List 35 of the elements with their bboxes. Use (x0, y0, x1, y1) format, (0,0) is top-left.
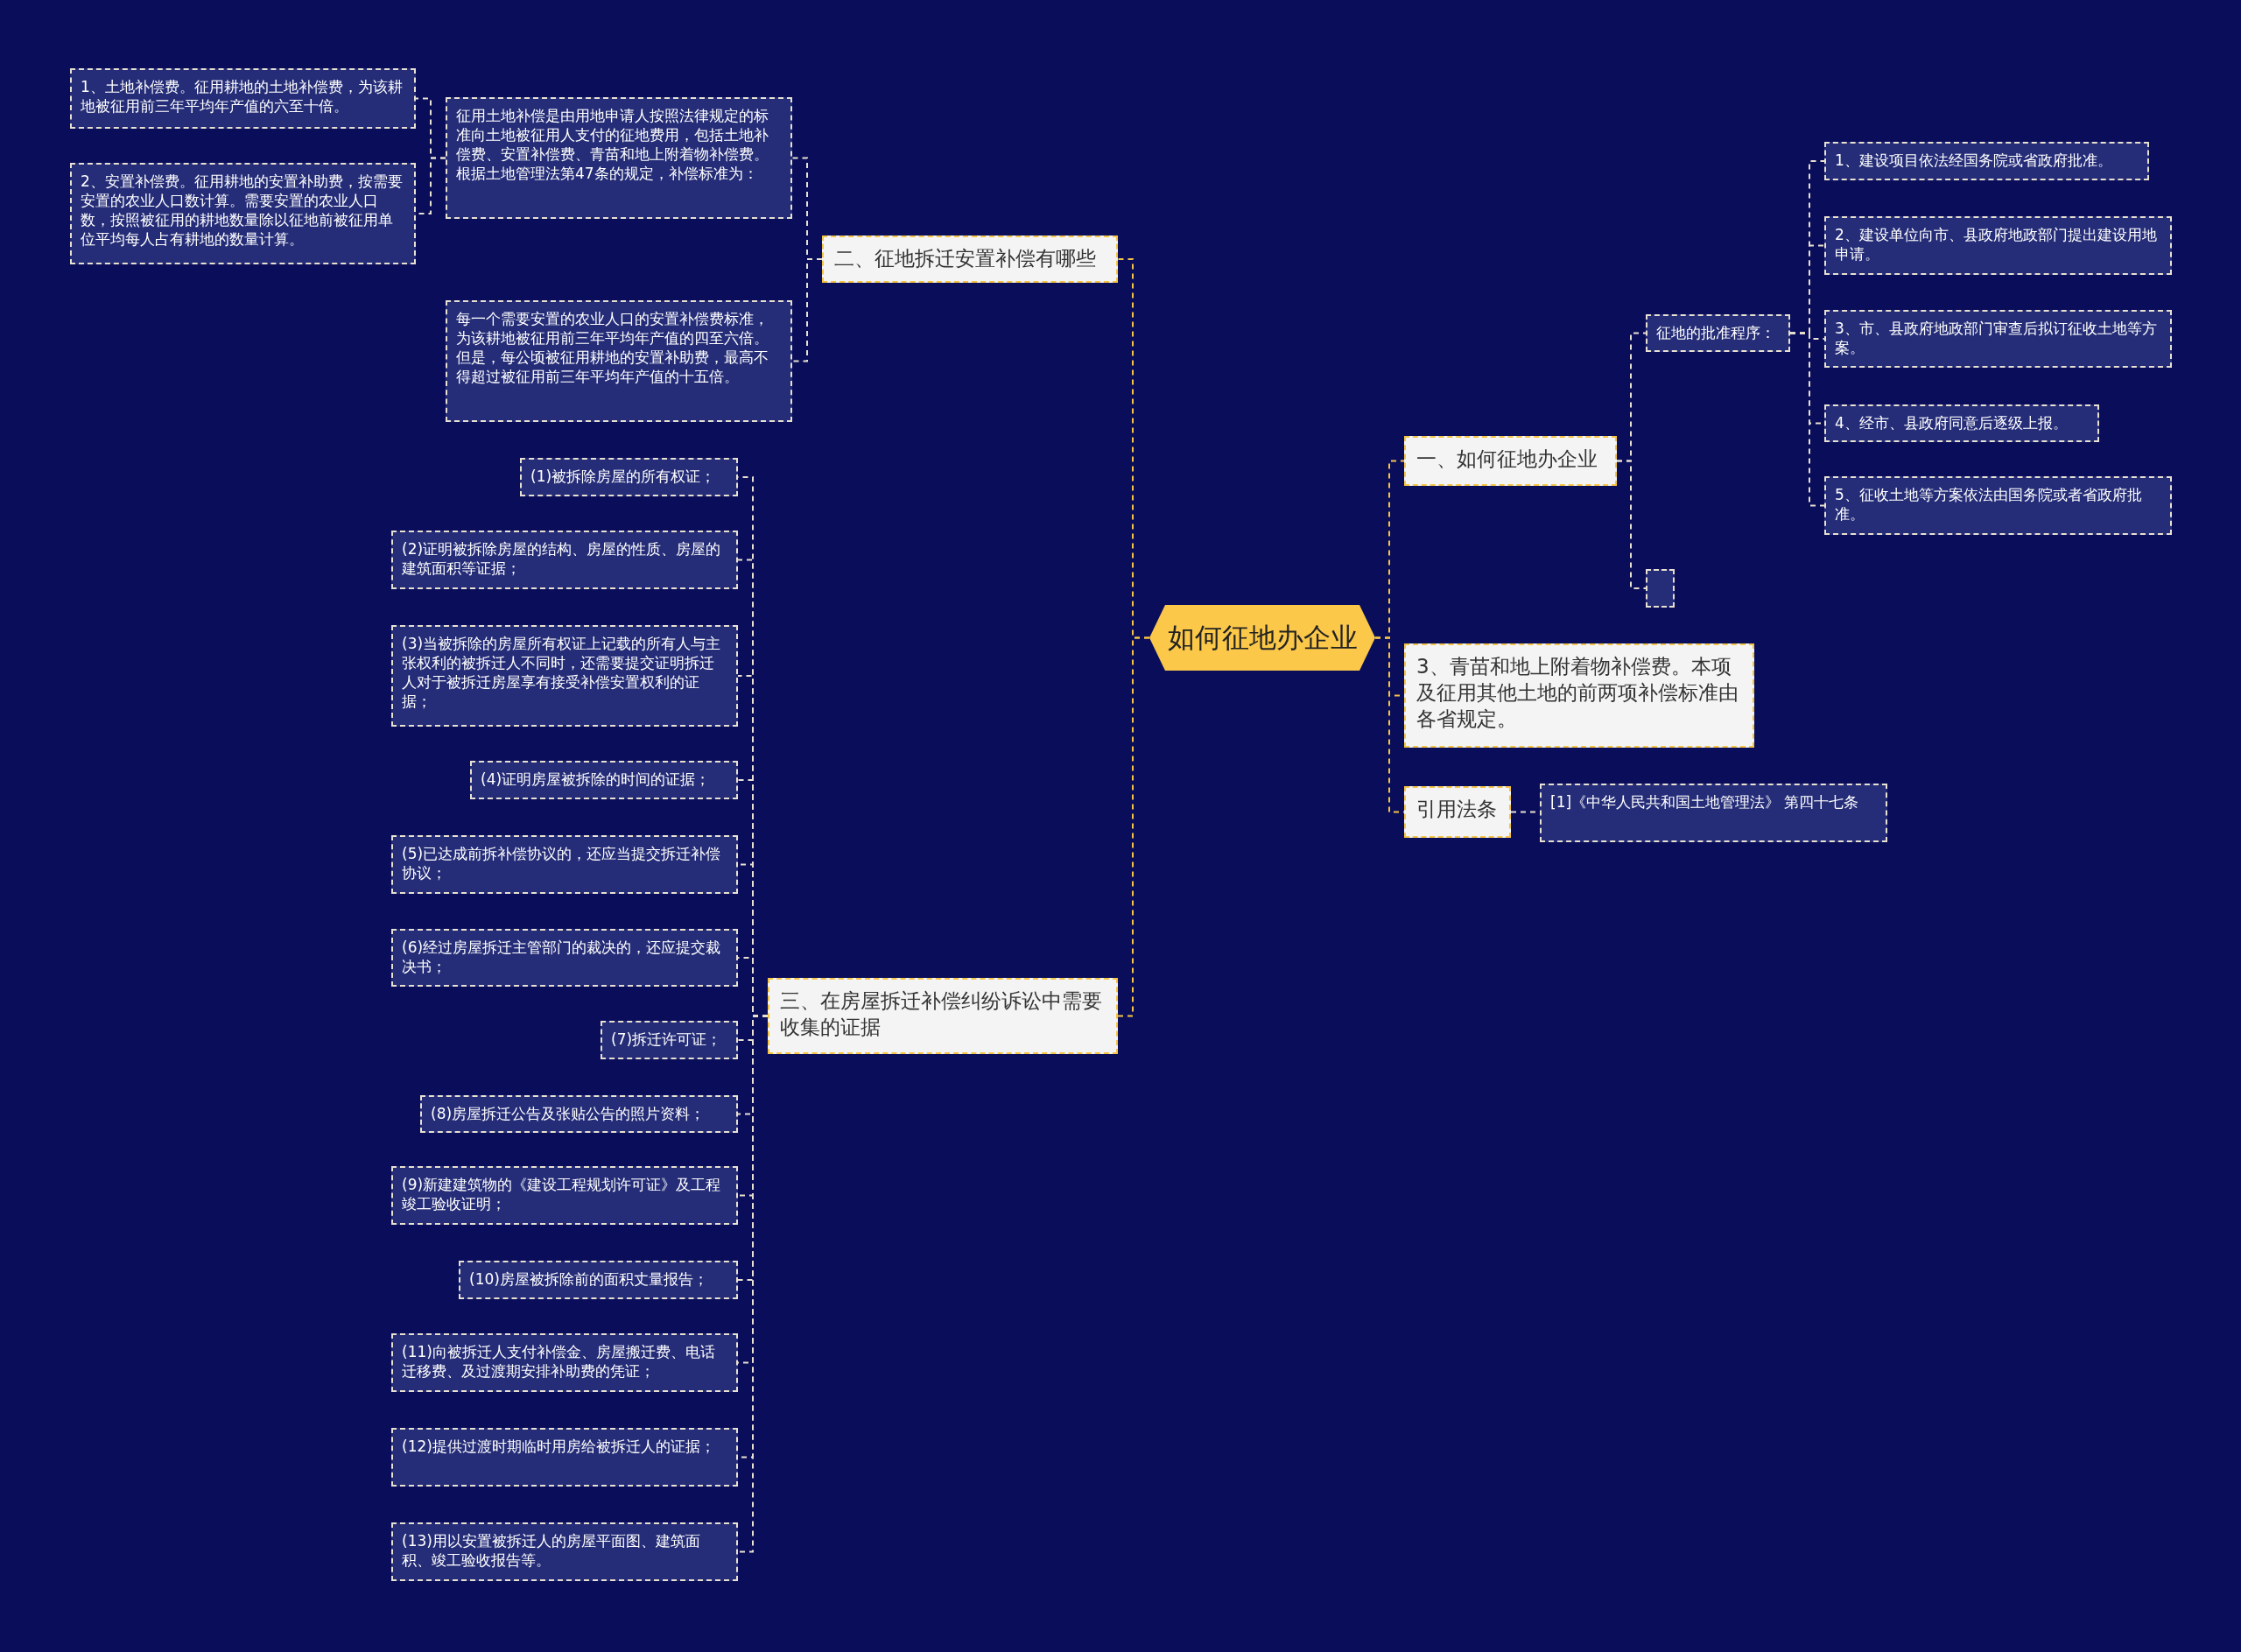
note-box: 4、经市、县政府同意后逐级上报。 (1824, 404, 2099, 442)
note-box: (9)新建建筑物的《建设工程规划许可证》及工程竣工验收证明； (391, 1166, 738, 1225)
note-box: (10)房屋被拆除前的面积丈量报告； (459, 1261, 738, 1299)
note-box: 1、建设项目依法经国务院或省政府批准。 (1824, 142, 2149, 180)
note-box: 3、市、县政府地政部门审查后拟订征收土地等方案。 (1824, 310, 2172, 368)
topic-box: 一、如何征地办企业 (1404, 436, 1617, 486)
note-box: (7)拆迁许可证； (601, 1021, 738, 1059)
connector-line (1117, 636, 1150, 1017)
topic-box: 引用法条 (1404, 786, 1511, 838)
note-box: (12)提供过渡时期临时用房给被拆迁人的证据； (391, 1428, 738, 1487)
empty-box (1646, 569, 1675, 608)
connector-line (791, 258, 823, 362)
note-box: (11)向被拆迁人支付补偿金、房屋搬迁费、电话迁移费、及过渡期安排补助费的凭证； (391, 1333, 738, 1392)
note-box: (3)当被拆除的房屋所有权证上记载的所有人与主张权利的被拆迁人不同时，还需要提交证明拆迁人对于被拆迁房屋享有接受补偿安置权利的证据； (391, 625, 738, 727)
connector-line (1789, 332, 1825, 507)
note-box: 征地的批准程序： (1646, 314, 1790, 352)
topic-box: 三、在房屋拆迁补偿纠纷诉讼中需要收集的证据 (768, 978, 1118, 1054)
note-box: (13)用以安置被拆迁人的房屋平面图、建筑面积、竣工验收报告等。 (391, 1522, 738, 1581)
note-box: 2、安置补偿费。征用耕地的安置补助费，按需要安置的农业人口数计算。需要安置的农业人口数，按照被征用的耕地数量除以征地前被征用单位平均每人占有耕地的数量计算。 (70, 163, 416, 264)
note-box: (4)证明房屋被拆除的时间的证据； (470, 761, 738, 799)
note-box: 2、建设单位向市、县政府地政部门提出建设用地申请。 (1824, 216, 2172, 275)
note-box: 每一个需要安置的农业人口的安置补偿费标准，为该耕地被征用前三年平均年产值的四至六倍。但是，每公顷被征用耕地的安置补助费，最高不得超过被征用前三年平均年产值的十五倍。 (446, 300, 792, 422)
connector-line (1616, 460, 1647, 589)
note-box: (2)证明被拆除房屋的结构、房屋的性质、房屋的建筑面积等证据； (391, 531, 738, 589)
note-box: (5)已达成前拆补偿协议的，还应当提交拆迁补偿协议； (391, 835, 738, 894)
topic-box: 3、青苗和地上附着物补偿费。本项及征用其他土地的前两项补偿标准由各省规定。 (1404, 643, 1754, 748)
note-box: 5、征收土地等方案依法由国务院或者省政府批准。 (1824, 476, 2172, 535)
note-box: (1)被拆除房屋的所有权证； (520, 458, 738, 496)
note-box: 征用土地补偿是由用地申请人按照法律规定的标准向土地被征用人支付的征地费用，包括土地补偿费、安置补偿费、青苗和地上附着物补偿费。根据土地管理法第47条的规定，补偿标准为： (446, 97, 792, 219)
central-topic-hexagon: 如何征地办企业 (1149, 605, 1375, 671)
note-box: (6)经过房屋拆迁主管部门的裁决的，还应提交裁决书； (391, 929, 738, 987)
topic-box: 二、征地拆迁安置补偿有哪些 (822, 235, 1118, 283)
note-box: [1]《中华人民共和国土地管理法》 第四十七条 (1540, 784, 1887, 842)
note-box: 1、土地补偿费。征用耕地的土地补偿费，为该耕地被征用前三年平均年产值的六至十倍。 (70, 68, 416, 129)
note-box: (8)房屋拆迁公告及张贴公告的照片资料； (420, 1095, 738, 1133)
